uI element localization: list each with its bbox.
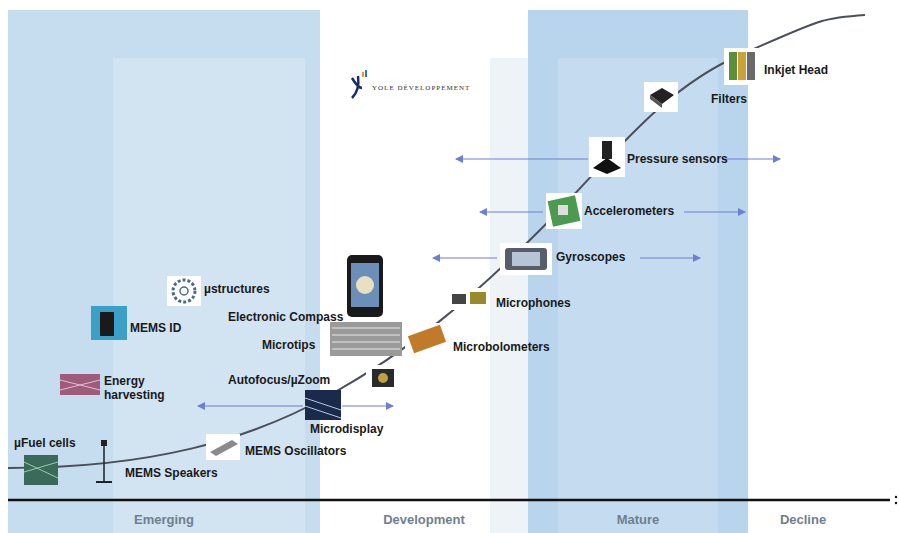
device-label: Microphones [496,296,571,310]
device-label: Inkjet Head [764,63,828,77]
device-label: Pressure sensors [627,152,728,166]
device-label: Electronic Compass [228,310,343,324]
device-label: µstructures [204,282,270,296]
device-label: MEMS Speakers [125,466,218,480]
device-label: Energy harvesting [104,374,174,402]
watermark: YOLE DÉVELOPPEMENT [372,81,470,95]
stage-label: Mature [528,512,748,527]
device-label: Microbolometers [453,340,550,354]
device-label: µFuel cells [14,436,76,450]
stage-label: Development [320,512,528,527]
device-label: Accelerometers [584,204,674,218]
device-label: MEMS ID [130,321,181,335]
device-label: Autofocus/µZoom [228,373,330,387]
device-label: Gyroscopes [556,250,625,264]
device-label: Microtips [262,338,315,352]
stage-label: Emerging [8,512,320,527]
stage-label: Decline [748,512,858,527]
device-label: Filters [711,92,747,106]
stage-band: Decline [748,10,858,533]
device-label: Microdisplay [310,422,383,436]
device-label: MEMS Oscillators [245,444,346,458]
stage-band: Mature [528,10,748,533]
